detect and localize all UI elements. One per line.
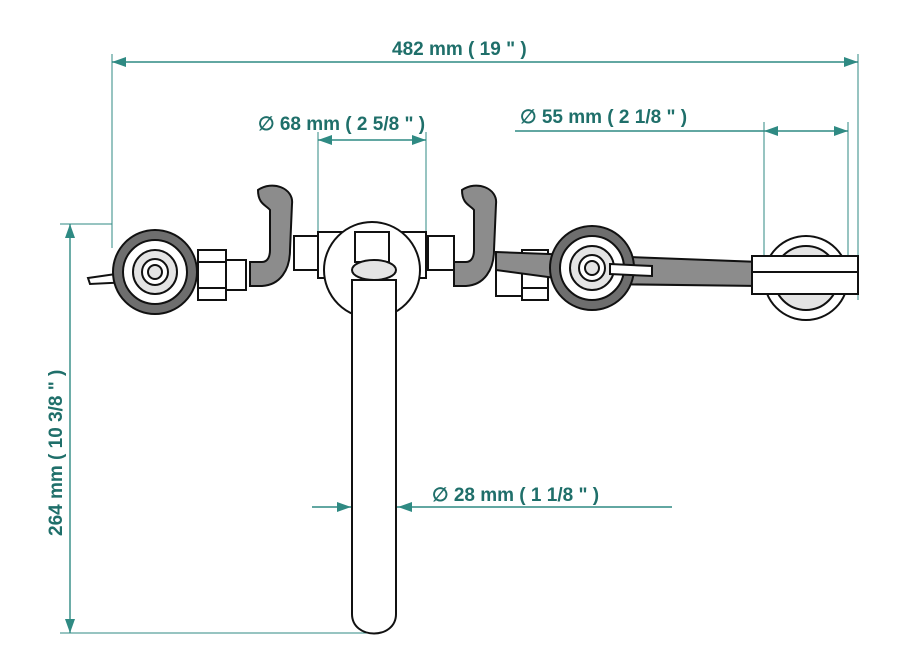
shower-diameter-dimension: ∅ 55 mm ( 2 1/8 " ): [515, 107, 849, 258]
spout-collar: [351, 259, 397, 281]
faucet-assembly: [86, 184, 859, 635]
outlet-diameter-label: ∅ 68 mm ( 2 5/8 " ): [258, 114, 425, 135]
left-fitting: [293, 235, 321, 271]
right-lever: [609, 262, 653, 278]
width-dimension: 482 mm ( 19 " ): [111, 39, 859, 300]
shower-head: [751, 235, 859, 321]
outlet-diameter-dimension: ∅ 68 mm ( 2 5/8 " ): [258, 114, 427, 238]
shower-diameter-label: ∅ 55 mm ( 2 1/8 " ): [520, 107, 687, 128]
left-bracket: [249, 184, 294, 287]
left-handle: [112, 229, 198, 315]
left-connector: [197, 249, 247, 301]
width-label: 482 mm ( 19 " ): [392, 39, 527, 60]
height-dimension: 264 mm ( 10 3/8 " ): [46, 223, 372, 634]
right-handle: [549, 225, 635, 311]
right-fitting: [427, 235, 455, 271]
spout-pipe: [351, 279, 397, 635]
right-bracket: [453, 184, 498, 287]
height-label: 264 mm ( 10 3/8 " ): [46, 370, 67, 536]
spout-diameter-label: ∅ 28 mm ( 1 1/8 " ): [432, 485, 599, 506]
